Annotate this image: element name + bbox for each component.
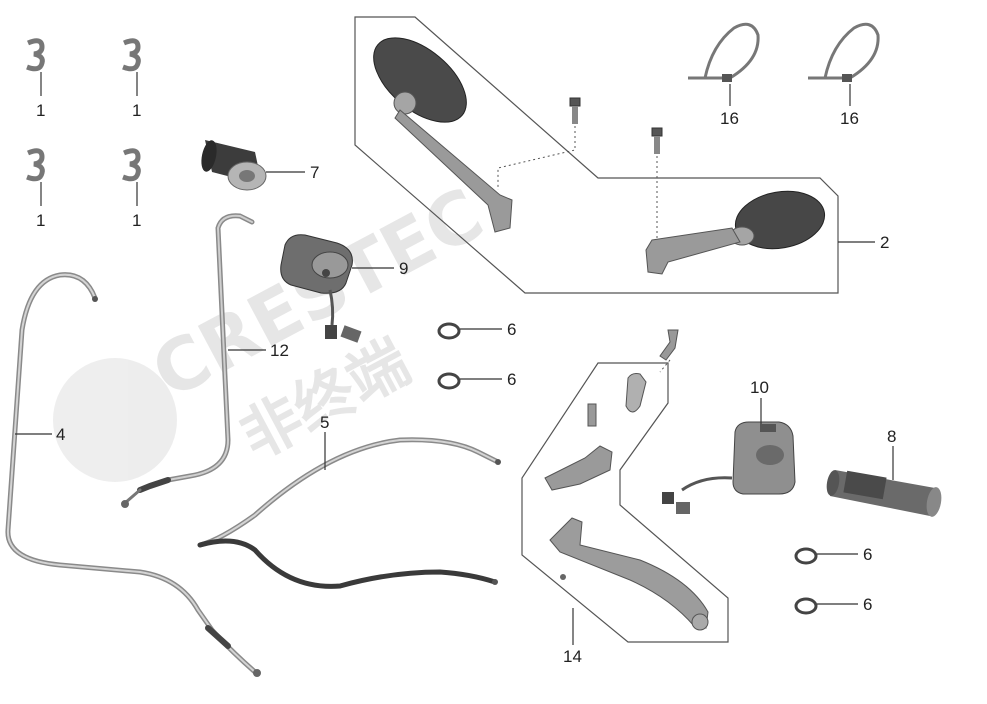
brake-hose-icon: [121, 213, 255, 508]
mirror-bolt-guide: [497, 126, 576, 190]
mirror-bolt-icon: [569, 97, 581, 124]
callout-8: 8: [887, 427, 896, 446]
callout-1: 1: [132, 211, 141, 230]
mirror-bolt-icon: [651, 127, 663, 154]
lever-pivot-bolt-icon: [587, 403, 597, 427]
callout-9: 9: [399, 259, 408, 278]
callout-10: 10: [750, 378, 769, 397]
right-switch-icon: [662, 421, 796, 514]
bolt-icon: [26, 38, 45, 96]
cable-tie-icon: [808, 22, 880, 106]
callout-6: 6: [863, 545, 872, 564]
callout-16: 16: [840, 109, 859, 128]
right-grip-icon: [826, 470, 942, 517]
callout-6: 6: [863, 595, 872, 614]
callout-12: 12: [270, 341, 289, 360]
bolt-icon: [26, 148, 45, 206]
clip-icon: [794, 547, 858, 565]
callout-1: 1: [36, 211, 45, 230]
bolt-icon: [122, 148, 141, 206]
watermark: CRESTEC 非终端: [53, 172, 496, 482]
clip-icon: [794, 597, 858, 615]
callout-2: 2: [880, 233, 889, 252]
lever-bolt-icon: [659, 329, 679, 361]
bolt-icon: [122, 38, 141, 96]
callout-16: 16: [720, 109, 739, 128]
callout-1: 1: [36, 101, 45, 120]
callout-1: 1: [132, 101, 141, 120]
throttle-cable-icon: [5, 272, 261, 677]
lever-group-frame: [521, 362, 729, 643]
left-grip-icon: [201, 140, 267, 191]
cable-tie-icon: [688, 22, 760, 106]
callout-7: 7: [310, 163, 319, 182]
callout-14: 14: [563, 647, 582, 666]
left-switch-icon: [280, 234, 362, 343]
lever-icon: [549, 517, 709, 631]
lever-mount-icon: [544, 445, 613, 491]
callout-6: 6: [507, 320, 516, 339]
clip-icon: [437, 322, 502, 340]
callout-4: 4: [56, 425, 65, 444]
callout-5: 5: [320, 413, 329, 432]
right-mirror-icon: [645, 190, 826, 275]
lever-bracket-icon: [625, 373, 647, 413]
clip-icon: [437, 372, 502, 390]
clutch-cable-icon: [197, 437, 501, 589]
mirror-group-frame: [354, 16, 839, 294]
callout-6: 6: [507, 370, 516, 389]
left-mirror-icon: [373, 37, 513, 233]
watermark-logo-icon: [53, 358, 177, 482]
